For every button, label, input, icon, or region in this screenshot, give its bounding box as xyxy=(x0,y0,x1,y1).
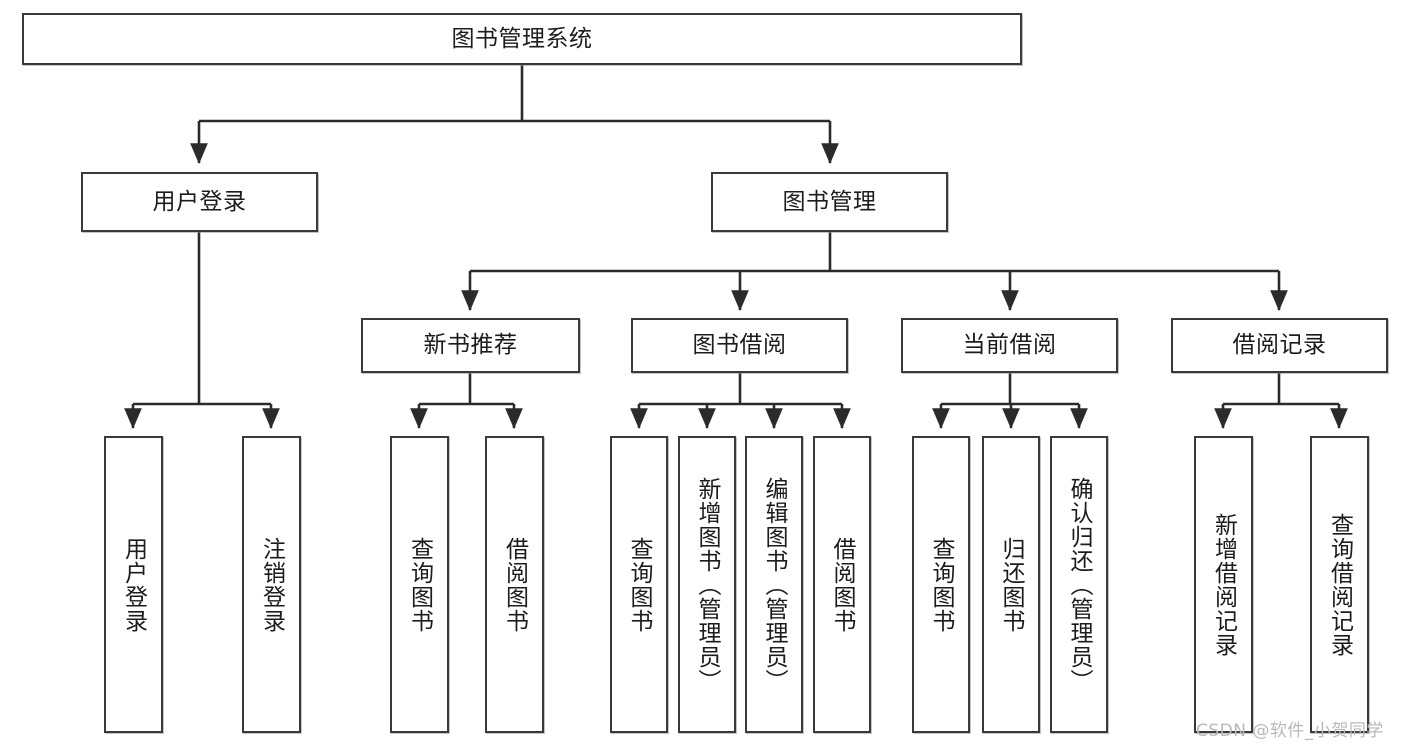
node-user-login[interactable]: 用户登录 xyxy=(81,172,318,232)
leaf-edit-book-admin[interactable]: 编辑图书（管理员） xyxy=(745,436,803,733)
leaf-user-login[interactable]: 用户登录 xyxy=(104,436,163,733)
leaf-query-book-current[interactable]: 查询图书 xyxy=(912,436,970,733)
leaf-user-login-label: 用户登录 xyxy=(120,536,147,633)
node-book-borrow-label: 图书借阅 xyxy=(692,332,787,359)
watermark: CSDN @软件_小贺同学 xyxy=(1196,721,1384,741)
leaf-borrow-book-recommend-label: 借阅图书 xyxy=(501,536,528,633)
leaf-borrow-book-recommend[interactable]: 借阅图书 xyxy=(485,436,544,733)
leaf-logout[interactable]: 注销登录 xyxy=(242,436,301,733)
leaf-query-book-recommend-label: 查询图书 xyxy=(406,536,433,633)
node-borrow-record-label: 借阅记录 xyxy=(1232,332,1327,359)
node-book-management-label: 图书管理 xyxy=(782,188,877,215)
leaf-confirm-return-admin[interactable]: 确认归还（管理员） xyxy=(1050,436,1108,733)
node-book-borrow[interactable]: 图书借阅 xyxy=(631,318,848,373)
node-book-management[interactable]: 图书管理 xyxy=(711,172,948,232)
node-new-book-recommend[interactable]: 新书推荐 xyxy=(361,318,580,373)
node-user-login-label: 用户登录 xyxy=(152,188,247,215)
node-current-borrow[interactable]: 当前借阅 xyxy=(901,318,1118,373)
leaf-confirm-return-admin-label: 确认归还（管理员） xyxy=(1066,476,1093,693)
leaf-edit-book-admin-label: 编辑图书（管理员） xyxy=(761,476,788,693)
leaf-add-book-admin[interactable]: 新增图书（管理员） xyxy=(678,436,736,733)
node-current-borrow-label: 当前借阅 xyxy=(962,332,1057,359)
leaf-query-book-current-label: 查询图书 xyxy=(928,536,955,633)
leaf-query-borrow-record-label: 查询借阅记录 xyxy=(1326,512,1353,657)
leaf-query-book-borrow-label: 查询图书 xyxy=(626,536,653,633)
leaf-query-borrow-record[interactable]: 查询借阅记录 xyxy=(1310,436,1369,733)
leaf-query-book-recommend[interactable]: 查询图书 xyxy=(390,436,449,733)
node-borrow-record[interactable]: 借阅记录 xyxy=(1171,318,1388,373)
node-root-label: 图书管理系统 xyxy=(451,25,593,52)
leaf-borrow-book[interactable]: 借阅图书 xyxy=(813,436,871,733)
leaf-return-book[interactable]: 归还图书 xyxy=(982,436,1040,733)
leaf-query-book-borrow[interactable]: 查询图书 xyxy=(610,436,668,733)
node-root[interactable]: 图书管理系统 xyxy=(22,13,1022,65)
leaf-add-borrow-record-label: 新增借阅记录 xyxy=(1210,512,1237,657)
leaf-return-book-label: 归还图书 xyxy=(998,536,1025,633)
leaf-add-book-admin-label: 新增图书（管理员） xyxy=(694,476,721,693)
leaf-add-borrow-record[interactable]: 新增借阅记录 xyxy=(1194,436,1253,733)
leaf-logout-label: 注销登录 xyxy=(258,536,285,633)
node-new-book-recommend-label: 新书推荐 xyxy=(423,332,518,359)
leaf-borrow-book-label: 借阅图书 xyxy=(829,536,856,633)
